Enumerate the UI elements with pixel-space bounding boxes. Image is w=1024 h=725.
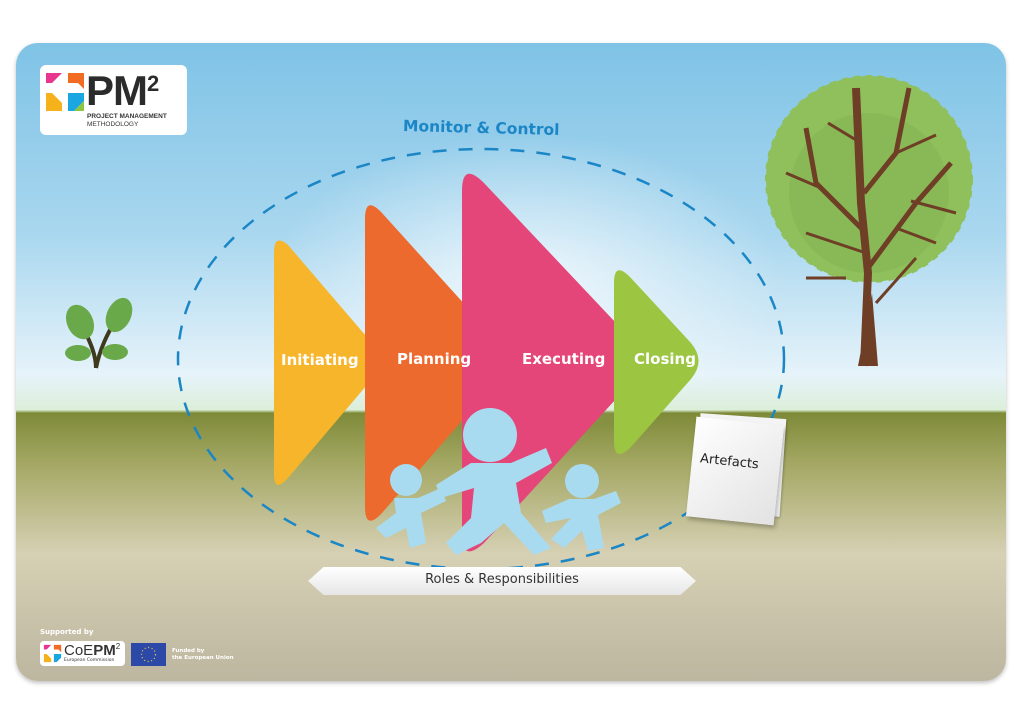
phase-closing-shape	[614, 270, 699, 455]
eu-stars-icon	[140, 646, 157, 663]
pm2-diagram-card: PM2 PROJECT MANAGEMENT METHODOLOGY Monit…	[16, 43, 1006, 681]
roles-responsibilities-bar: Roles & Responsibilities	[308, 567, 696, 595]
monitor-control-cycle	[176, 147, 786, 571]
tree-icon	[765, 75, 973, 367]
phase-closing-label: Closing	[634, 350, 696, 368]
phase-initiating-label: Initiating	[281, 351, 359, 369]
coepm2-subtitle: European Commission	[64, 658, 115, 663]
logo-title: PM2	[86, 67, 159, 114]
coepm2-logo-icon	[43, 644, 62, 663]
supported-by-label: Supported by	[40, 628, 94, 636]
funded-by-eu-label: Funded by the European Union	[172, 648, 234, 661]
phase-executing-label: Executing	[522, 350, 606, 368]
team-figures-icon	[376, 408, 621, 555]
diagram-graphics	[65, 75, 973, 571]
coepm2-title: CoEPM2	[64, 642, 121, 659]
phase-planning-shape	[365, 205, 495, 521]
coepm2-logo: CoEPM2 European Commission	[40, 641, 125, 666]
artefacts-document: Artefacts	[686, 416, 784, 526]
roles-responsibilities-label: Roles & Responsibilities	[425, 572, 579, 587]
phase-initiating-shape	[274, 240, 379, 485]
pm2-logo-icon	[46, 73, 84, 111]
logo-subtitle: PROJECT MANAGEMENT METHODOLOGY	[87, 113, 167, 128]
pm2-logo: PM2 PROJECT MANAGEMENT METHODOLOGY	[40, 65, 187, 135]
artefacts-label: Artefacts	[699, 451, 760, 473]
sprout-icon	[65, 297, 133, 369]
phase-planning-label: Planning	[397, 350, 472, 368]
eu-flag-icon	[131, 643, 166, 666]
